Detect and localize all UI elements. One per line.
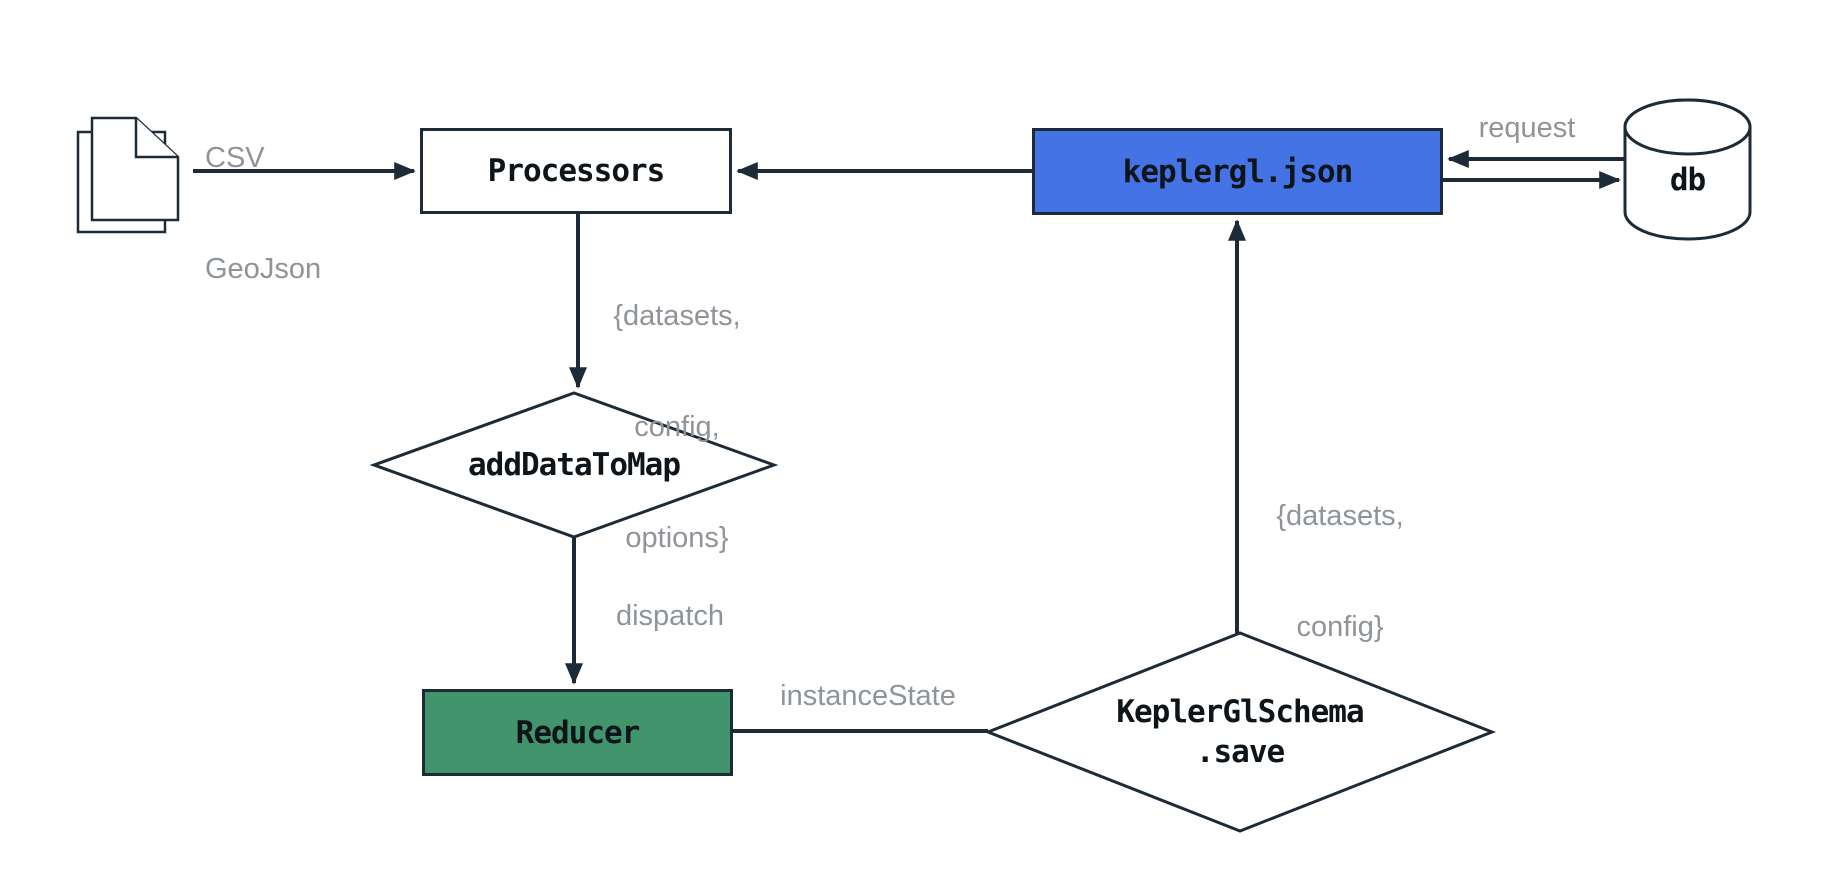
dispatch-label: dispatch (615, 600, 724, 632)
add-data-payload-label: {datasets, config, options} (577, 224, 777, 631)
add-data-payload-line1: {datasets, (613, 300, 741, 332)
instance-state-label: instanceState (780, 680, 956, 712)
add-data-to-map-label: addDataToMap (468, 447, 681, 483)
schema-save-label-line1: KeplerGlSchema (1116, 694, 1364, 730)
kepler-gl-schema-save-label-wrap: KeplerGlSchema .save (988, 633, 1492, 831)
save-payload-label: {datasets, config} (1240, 424, 1440, 720)
add-data-to-map-diamond (369, 391, 779, 539)
schema-save-label-line2: .save (1195, 734, 1285, 770)
request-label: request (1478, 112, 1576, 144)
processors-label: Processors (487, 153, 666, 189)
reducer-box: Reducer (422, 689, 733, 776)
db-label: db (1669, 162, 1706, 198)
database-cylinder-icon (1623, 98, 1752, 241)
file-types-label: CSV GeoJson (205, 66, 321, 362)
add-data-payload-line3: options} (625, 522, 729, 554)
processors-box: Processors (420, 128, 732, 214)
add-data-payload-line2: config, (634, 411, 720, 443)
documents-icon (76, 116, 180, 234)
save-payload-line1: {datasets, (1276, 500, 1404, 532)
keplergl-json-box: keplergl.json (1032, 128, 1443, 215)
kepler-gl-schema-save-diamond (983, 631, 1497, 833)
reducer-label: Reducer (515, 714, 641, 751)
save-payload-line2: config} (1296, 611, 1384, 643)
db-label-wrap: db (1625, 150, 1750, 210)
add-data-to-map-label-wrap: addDataToMap (374, 393, 774, 537)
file-types-line2: GeoJson (205, 253, 322, 285)
file-types-line1: CSV (205, 142, 265, 174)
keplergl-json-label: keplergl.json (1122, 153, 1354, 190)
